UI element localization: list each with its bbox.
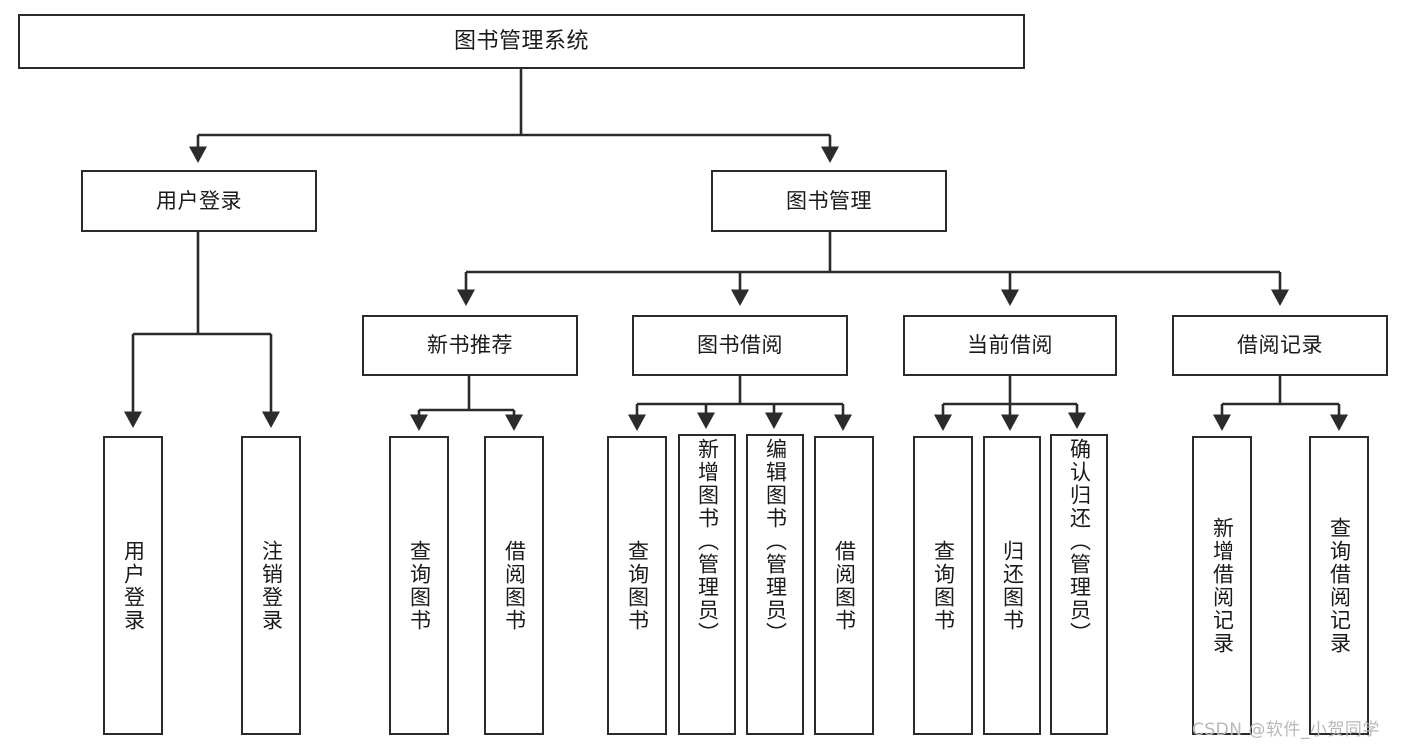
node-label: 新书推荐 — [427, 333, 513, 358]
node-label: 注销登录 — [259, 539, 284, 632]
leaf-edit-book[interactable]: 编辑图书（管理员） — [746, 434, 804, 735]
node-label: 确认归还（管理员） — [1067, 438, 1092, 645]
leaf-return-book[interactable]: 归还图书 — [983, 436, 1041, 735]
node-book-management[interactable]: 图书管理 — [711, 170, 947, 232]
node-current-borrow[interactable]: 当前借阅 — [903, 315, 1117, 376]
node-root-system[interactable]: 图书管理系统 — [18, 14, 1025, 69]
node-label: 图书管理系统 — [453, 28, 589, 54]
leaf-user-logout[interactable]: 注销登录 — [241, 436, 301, 735]
node-label: 查询图书 — [625, 539, 650, 632]
node-label: 查询图书 — [407, 539, 432, 632]
leaf-query-borrow-record[interactable]: 查询借阅记录 — [1309, 436, 1369, 735]
node-label: 归还图书 — [1000, 539, 1025, 632]
leaf-borrow-book[interactable]: 借阅图书 — [814, 436, 874, 735]
node-label: 借阅记录 — [1237, 333, 1323, 358]
leaf-borrow-book-recommend[interactable]: 借阅图书 — [484, 436, 544, 735]
leaf-user-login[interactable]: 用户登录 — [103, 436, 163, 735]
node-label: 当前借阅 — [967, 333, 1053, 358]
leaf-query-book-borrow[interactable]: 查询图书 — [607, 436, 667, 735]
node-label: 新增图书（管理员） — [695, 438, 720, 645]
node-book-borrow[interactable]: 图书借阅 — [632, 315, 848, 376]
node-user-login[interactable]: 用户登录 — [81, 170, 317, 232]
leaf-add-book[interactable]: 新增图书（管理员） — [678, 434, 736, 735]
node-label: 借阅图书 — [832, 539, 857, 632]
leaf-query-book-recommend[interactable]: 查询图书 — [389, 436, 449, 735]
leaf-confirm-return[interactable]: 确认归还（管理员） — [1050, 434, 1108, 735]
csdn-watermark: CSDN @软件_小贺同学 — [1192, 720, 1380, 740]
node-label: 编辑图书（管理员） — [763, 438, 788, 645]
node-label: 查询借阅记录 — [1327, 516, 1352, 655]
leaf-query-book-current[interactable]: 查询图书 — [913, 436, 973, 735]
node-new-book-recommend[interactable]: 新书推荐 — [362, 315, 578, 376]
node-label: 新增借阅记录 — [1210, 516, 1235, 655]
node-label: 用户登录 — [156, 188, 242, 213]
node-label: 图书管理 — [786, 188, 872, 213]
node-label: 用户登录 — [121, 539, 146, 632]
node-label: 借阅图书 — [502, 539, 527, 632]
node-label: 图书借阅 — [697, 333, 783, 358]
leaf-add-borrow-record[interactable]: 新增借阅记录 — [1192, 436, 1252, 735]
node-label: 查询图书 — [931, 539, 956, 632]
node-borrow-record[interactable]: 借阅记录 — [1172, 315, 1388, 376]
